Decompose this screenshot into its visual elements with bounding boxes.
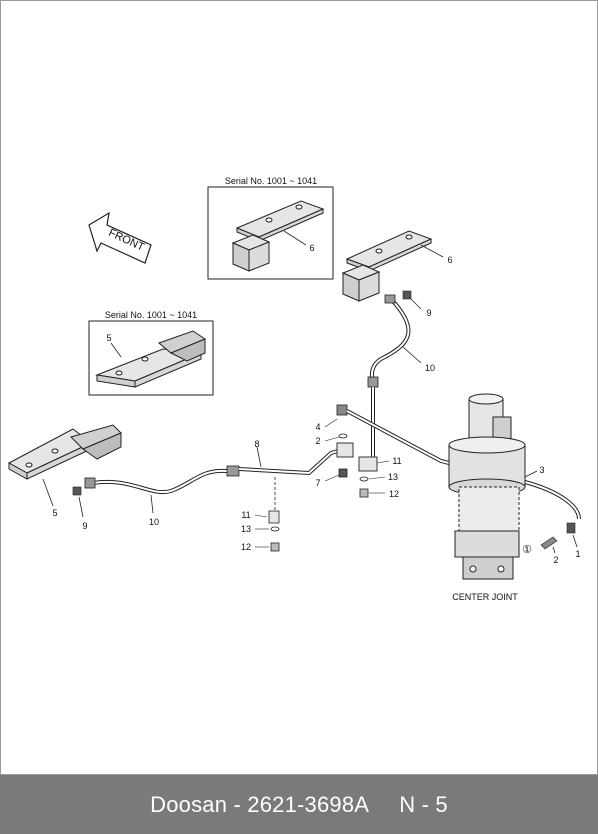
part-number-3: 3 [539, 465, 544, 475]
tee-block [336, 404, 354, 478]
footer-page-number: N - 5 [399, 791, 448, 817]
bracket-5 [7, 424, 122, 480]
pipe-8 [238, 447, 346, 476]
part-number-8: 8 [254, 439, 259, 449]
hose-10-upper [367, 294, 411, 388]
circled-one: ① [522, 544, 532, 556]
part-number-11: 11 [241, 510, 250, 520]
footer-part-number: Doosan - 2621-3698A [150, 791, 370, 817]
fitting-9 [72, 486, 82, 496]
part-number-4: 4 [315, 422, 320, 432]
part-number-10: 10 [425, 363, 435, 373]
part-number-12: 12 [389, 489, 399, 499]
part-number-1: 1 [575, 549, 580, 559]
part-number-10: 10 [149, 517, 159, 527]
serial-box-top: Serial No. 1001 ~ 1041 6 [207, 176, 334, 280]
part-number-11: 11 [392, 456, 401, 466]
parts-diagram: Serial No. 1001 ~ 1041 6 FRON [0, 0, 598, 775]
serial-box-left: Serial No. 1001 ~ 1041 5 [88, 310, 214, 396]
part-number-5: 5 [106, 333, 111, 343]
serial-label-top: Serial No. 1001 ~ 1041 [225, 176, 317, 186]
part-number-13: 13 [241, 524, 251, 534]
fitting-2 [540, 536, 558, 550]
bracket-6 [341, 230, 433, 302]
diagram-svg: Serial No. 1001 ~ 1041 6 FRON [7, 176, 581, 602]
bolt-12 [359, 488, 369, 498]
part-number-6: 6 [309, 243, 314, 253]
clamp-11 [268, 510, 280, 524]
front-arrow: FRONT [88, 211, 152, 264]
part-number-5: 5 [52, 508, 57, 518]
fitting-1 [566, 522, 576, 534]
clamp-11 [358, 456, 378, 472]
hose-10-left [84, 465, 240, 495]
part-number-7: 7 [315, 478, 320, 488]
part-number-9: 9 [426, 308, 431, 318]
bolt-12 [270, 542, 280, 552]
serial-label-left: Serial No. 1001 ~ 1041 [105, 310, 197, 320]
part-number-6: 6 [447, 255, 452, 265]
bracket-6-boxed [231, 200, 325, 272]
center-joint [448, 393, 526, 580]
part-number-13: 13 [388, 472, 398, 482]
footer-bar: Doosan - 2621-3698A N - 5 [0, 775, 598, 834]
center-joint-label: CENTER JOINT [452, 592, 518, 602]
part-number-2: 2 [553, 555, 558, 565]
fitting-9 [402, 290, 412, 300]
part-number-12: 12 [241, 542, 251, 552]
part-number-9: 9 [82, 521, 87, 531]
part-number-2: 2 [315, 436, 320, 446]
